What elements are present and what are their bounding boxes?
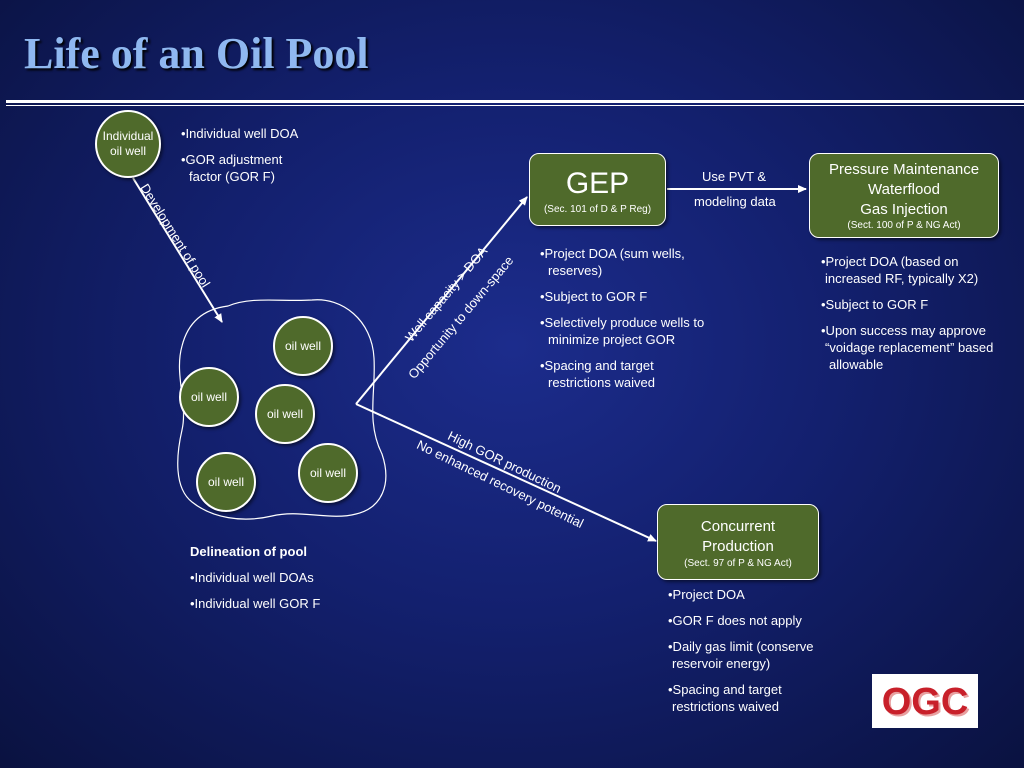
arrow-to-gep	[355, 196, 528, 405]
note-item: •Individual well DOA	[181, 126, 299, 141]
oil-well-node: oil well	[298, 443, 358, 503]
title-divider-thin	[6, 105, 1024, 106]
concurrent-line-2: Production	[702, 538, 774, 555]
page-title: Life of an Oil Pool	[24, 29, 369, 78]
concurrent-line-1: Concurrent	[700, 518, 776, 535]
oil-well-node: oil well	[273, 316, 333, 376]
pvt-label-2: modeling data	[694, 194, 776, 209]
note-item: •Individual well GOR F	[190, 596, 321, 611]
note-item: •Project DOA	[668, 587, 745, 602]
title-divider	[6, 100, 1024, 103]
oil-well-node: oil well	[255, 384, 315, 444]
delineation-notes: Delineation of pool •Individual well DOA…	[190, 543, 320, 621]
note-item: •Individual well DOAs	[190, 570, 314, 585]
ogc-logo: OGC OGC	[872, 674, 978, 728]
oil-well-node: oil well	[196, 452, 256, 512]
pressure-subtitle: (Sect. 100 of P & NG Act)	[847, 220, 961, 231]
note-item: •GOR F does not apply	[668, 613, 802, 628]
gep-subtitle: (Sec. 101 of D & P Reg)	[543, 204, 652, 215]
pressure-line-3: Gas Injection	[860, 201, 948, 218]
delineation-heading: Delineation of pool	[190, 544, 307, 559]
pressure-maintenance-box: Pressure Maintenance Waterflood Gas Inje…	[809, 153, 999, 238]
note-item: •Project DOA (sum wells,reserves)	[540, 246, 685, 278]
arrow-to-concurrent	[355, 403, 657, 542]
gep-title: GEP	[565, 167, 630, 200]
svg-text:OGC: OGC	[884, 683, 971, 725]
pvt-label-1: Use PVT &	[702, 169, 767, 184]
gep-notes: •Project DOA (sum wells,reserves) •Subje…	[540, 245, 704, 400]
pressure-line-1: Pressure Maintenance	[828, 161, 980, 178]
note-item: •Subject to GOR F	[540, 289, 648, 304]
ogc-logo-mark: OGC OGC	[882, 681, 971, 725]
concurrent-notes: •Project DOA •GOR F does not apply •Dail…	[668, 586, 813, 724]
pressure-line-2: Waterflood	[868, 181, 940, 198]
concurrent-production-box: Concurrent Production (Sect. 97 of P & N…	[657, 504, 819, 580]
individual-well-label-1: Individual	[102, 129, 154, 143]
concurrent-subtitle: (Sect. 97 of P & NG Act)	[684, 558, 792, 569]
gep-box: GEP (Sec. 101 of D & P Reg)	[529, 153, 666, 226]
individual-well-label-2: oil well	[109, 144, 146, 158]
note-item: •Subject to GOR F	[821, 297, 929, 312]
oil-well-node: oil well	[179, 367, 239, 427]
ogc-logo-text: OGC	[882, 681, 969, 723]
arrow-development	[132, 177, 223, 323]
note-item: •Upon success may approve“voidage replac…	[821, 323, 994, 372]
